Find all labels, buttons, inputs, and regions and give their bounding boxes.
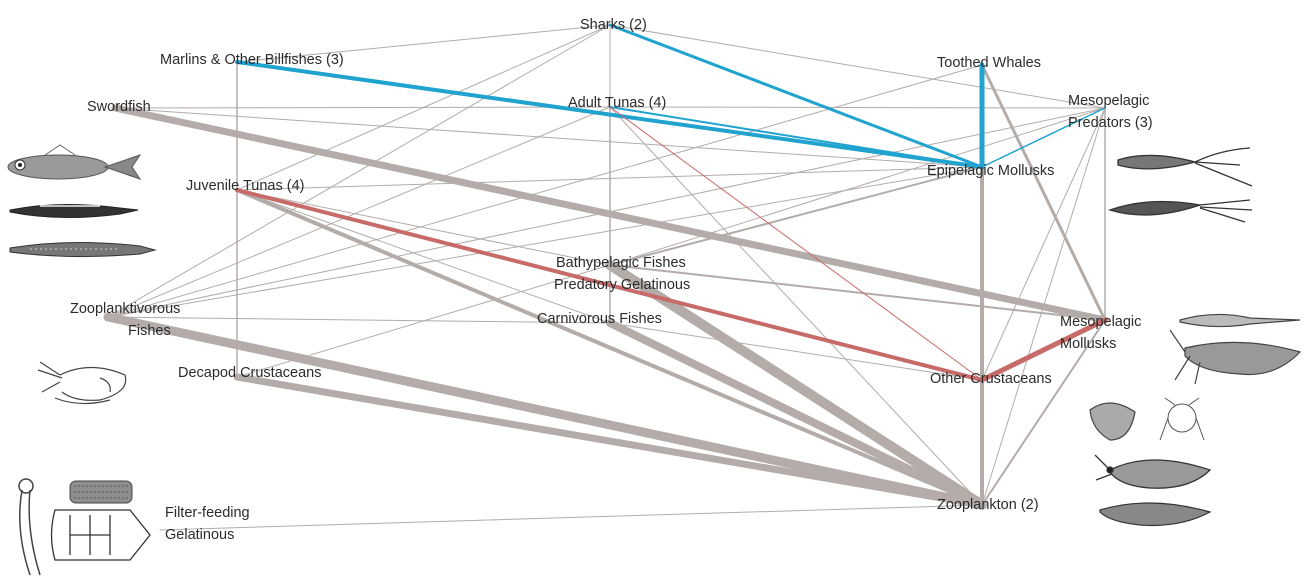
link-meso_pred-bathy: [609, 107, 1106, 266]
shrimp-icon: [37, 361, 127, 405]
link-marlins-epi_moll: [235, 60, 984, 169]
node-zooplankton: Zooplankton (2): [937, 497, 1039, 513]
link-zoopl_fish-adult_tunas: [107, 106, 611, 318]
node-sharks: Sharks (2): [580, 17, 647, 33]
node-carnivorous-fishes: Carnivorous Fishes: [537, 311, 662, 327]
salp-icon: [18, 478, 41, 576]
node-marlins: Marlins & Other Billfishes (3): [160, 52, 344, 68]
link-zoopl_fish-whales: [107, 64, 983, 318]
node-epipelagic-mollusks: Epipelagic Mollusks: [927, 163, 1054, 179]
node-juvenile-tunas: Juvenile Tunas (4): [186, 178, 304, 194]
node-filter-feeding-gelatinous-line2: Gelatinous: [165, 527, 234, 543]
link-marlins-sharks: [236, 24, 611, 63]
node-mesopelagic-mollusks-line2: Mollusks: [1060, 336, 1116, 352]
link-juv_tunas-bathy: [236, 189, 611, 266]
node-toothed-whales: Toothed Whales: [937, 55, 1041, 71]
link-bathy-epi_moll: [609, 166, 983, 266]
node-filter-feeding-gelatinous-line1: Filter-feeding: [165, 505, 250, 521]
link-carn-other_crust: [609, 322, 983, 381]
link-zoopl_fish-sharks: [107, 24, 611, 318]
link-other_crust-meso_moll: [979, 317, 1108, 383]
lanternfish-icon: [7, 144, 142, 180]
link-juv_tunas-carn: [236, 189, 611, 324]
mysid-icon: [1179, 313, 1301, 328]
link-juv_tunas-epi_moll: [236, 166, 983, 191]
dragonfish-icon: [9, 203, 139, 219]
doliolid-icon: [50, 509, 151, 561]
link-meso_pred-other_crust: [981, 107, 1106, 381]
link-whales-meso_moll: [980, 63, 1107, 322]
link-adult_tunas-other_crust: [609, 106, 983, 381]
amphipod-icon: [1089, 402, 1136, 441]
link-swordfish-meso_moll: [111, 104, 1109, 324]
link-adult_tunas-epi_moll: [609, 106, 983, 168]
squid-icon: [1117, 147, 1253, 187]
node-mesopelagic-predators-line2: Predators (3): [1068, 115, 1153, 131]
link-filter-zooplankton: [159, 504, 983, 531]
trophic-links: [103, 23, 1109, 531]
node-zooplanktivorous-fishes-line1: Zooplanktivorous: [70, 301, 180, 317]
link-zoopl_fish-zooplankton: [103, 312, 987, 510]
node-adult-tunas: Adult Tunas (4): [568, 95, 666, 111]
link-decapods-zooplankton: [233, 373, 986, 509]
node-swordfish: Swordfish: [87, 99, 151, 115]
node-bathypelagic-fishes: Bathypelagic Fishes: [556, 255, 686, 271]
link-meso_moll-zooplankton: [981, 319, 1106, 506]
node-other-crustaceans: Other Crustaceans: [930, 371, 1052, 387]
link-sharks-epi_moll: [608, 23, 984, 169]
pyrosome-icon: [69, 480, 133, 504]
node-zooplanktivorous-fishes-line2: Fishes: [128, 323, 171, 339]
link-adult_tunas-zooplankton: [609, 106, 983, 506]
link-juv_tunas-other_crust: [235, 188, 984, 382]
link-meso_pred-epi_moll: [981, 107, 1106, 168]
octopus-squid-icon: [1107, 199, 1253, 223]
link-juv_tunas-zooplankton: [235, 188, 984, 507]
link-meso_moll-bathy: [609, 264, 1106, 321]
node-decapod-crustaceans: Decapod Crustaceans: [178, 365, 321, 381]
node-labels: Sharks (2) Marlins & Other Billfishes (3…: [70, 17, 1153, 543]
node-predatory-gelatinous: Predatory Gelatinous: [554, 277, 690, 293]
link-swordfish-epi_moll: [114, 107, 983, 168]
krill-icon: [1169, 329, 1302, 385]
link-adult_tunas-meso_pred: [609, 106, 1106, 109]
node-mesopelagic-mollusks-line1: Mesopelagic: [1060, 314, 1141, 330]
link-zoopl_fish-epi_moll: [107, 166, 983, 318]
shrimp-icon: [1094, 454, 1212, 489]
copepod-icon: [1159, 397, 1205, 441]
bristlemouth-icon: [9, 241, 157, 258]
link-carn-zooplankton: [606, 319, 986, 509]
node-mesopelagic-predators-line1: Mesopelagic: [1068, 93, 1149, 109]
link-sharks-meso_pred: [609, 24, 1106, 109]
link-bathy-zooplankton: [605, 260, 987, 510]
link-zoopl_fish-carn: [107, 316, 611, 324]
link-swordfish-adult_tunas: [114, 106, 611, 109]
krill-icon: [1099, 502, 1212, 527]
